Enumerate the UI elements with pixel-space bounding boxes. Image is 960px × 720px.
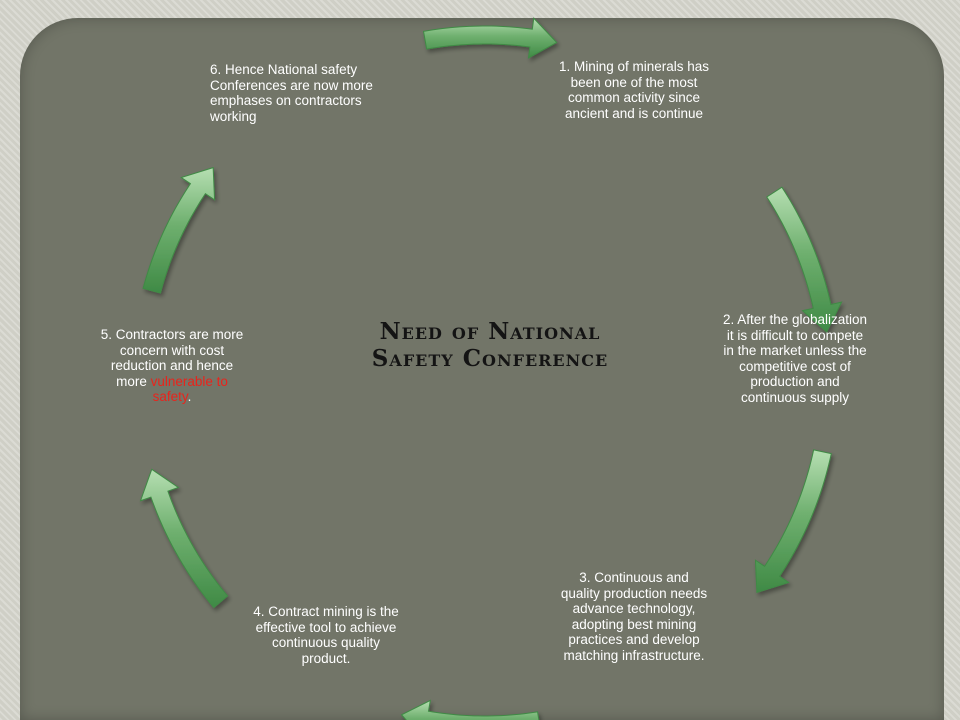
arrow-4-to-5 [139, 468, 229, 609]
arrow-6-to-1 [422, 17, 558, 59]
cycle-step-1: 1. Mining of minerals has been one of th… [558, 59, 710, 121]
arrow-1-to-2 [766, 186, 843, 333]
cycle-step-5-end: . [187, 389, 192, 404]
cycle-step-4: 4. Contract mining is the effective tool… [253, 604, 399, 666]
center-title: Need of National Safety Conference [371, 318, 609, 372]
arrow-3-to-4 [400, 699, 540, 720]
cycle-step-3: 3. Continuous and quality production nee… [560, 570, 708, 663]
cycle-step-2: 2. After the globalization it is difficu… [722, 312, 868, 405]
cycle-step-5-text: 5. Contractors are more concern with cos… [100, 327, 244, 389]
cycle-step-5-highlight: vulnerable to safety [150, 373, 228, 405]
cycle-step-5: 5. Contractors are more concern with cos… [100, 327, 244, 405]
cycle-step-6: 6. Hence National safety Conferences are… [210, 62, 373, 124]
arrow-2-to-3 [754, 449, 832, 594]
arrow-5-to-6 [142, 166, 216, 294]
slide-background [20, 18, 944, 720]
